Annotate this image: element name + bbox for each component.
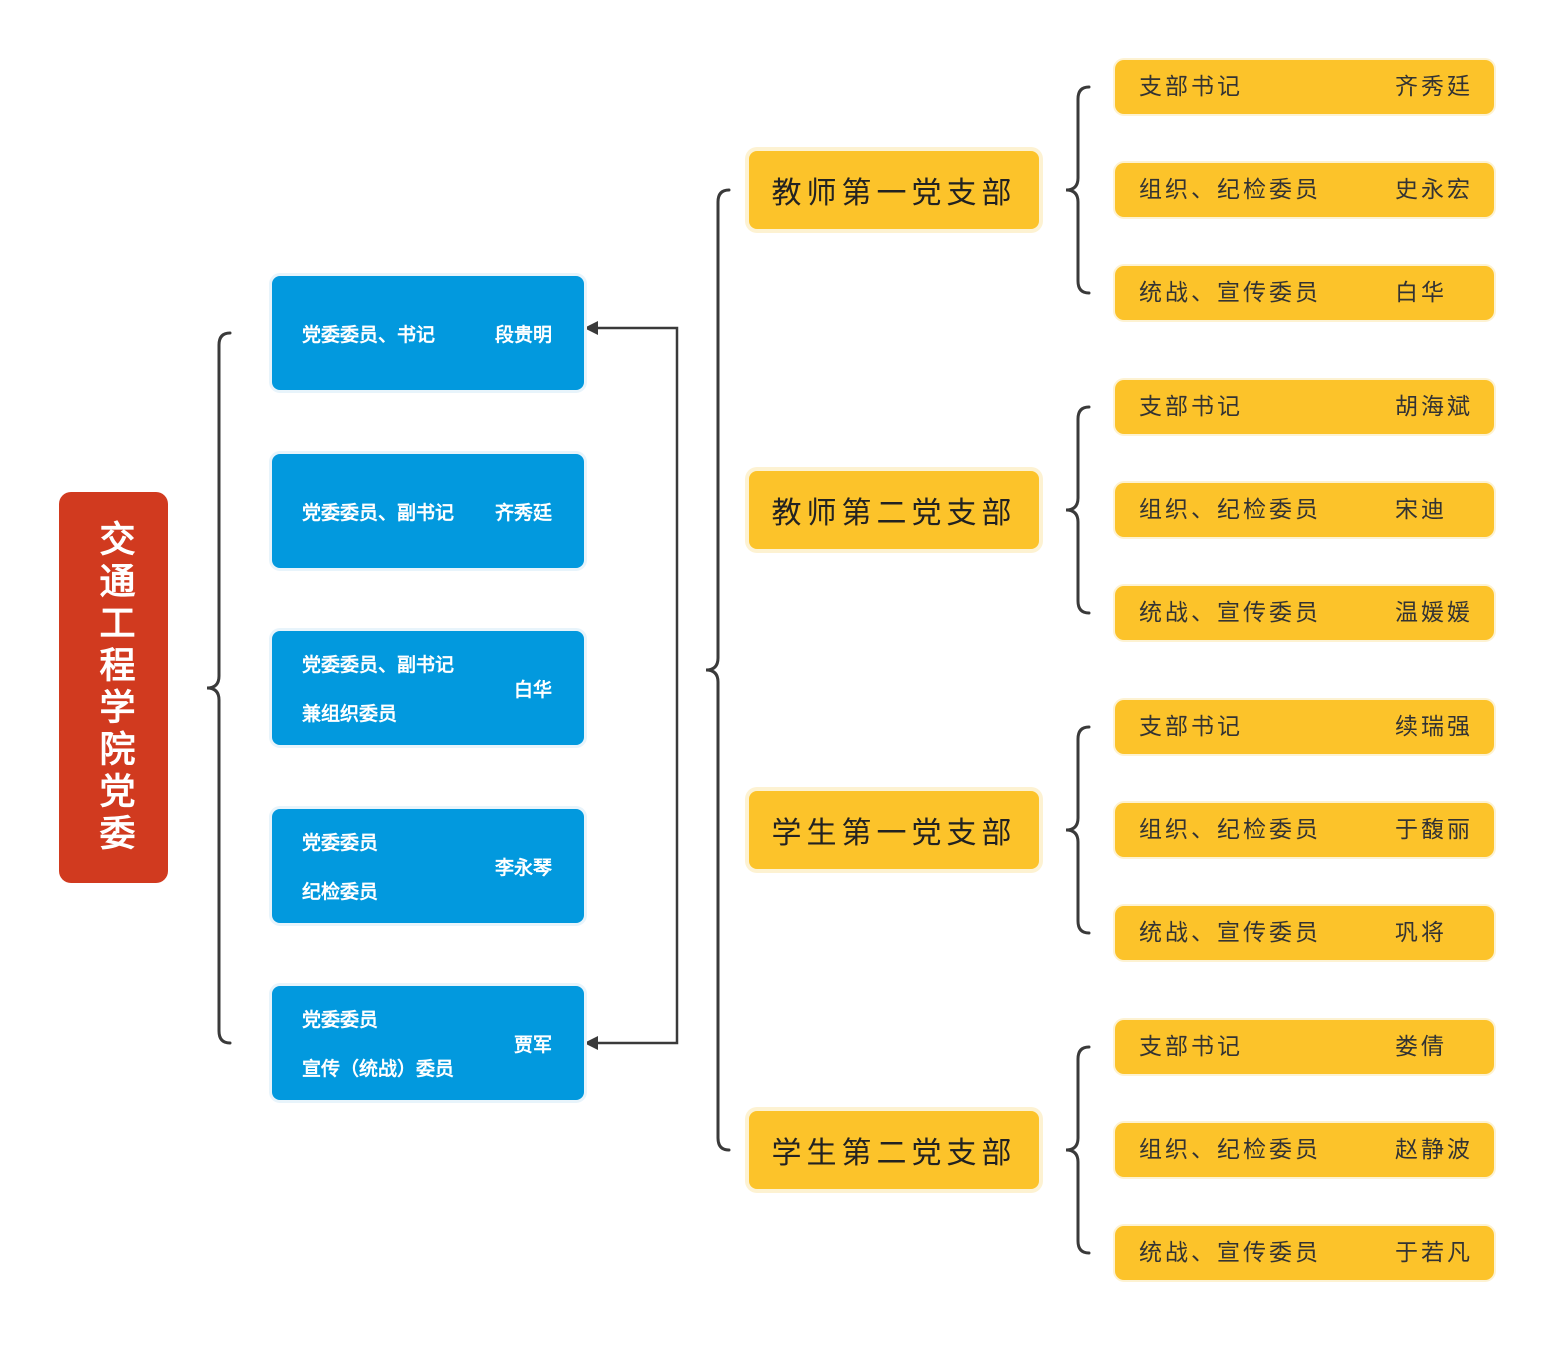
branch-member-name: 娄倩 (1395, 1034, 1447, 1060)
committee-role-line: 党委委员、书记 (302, 323, 436, 346)
branch-member-name: 续瑞强 (1395, 714, 1473, 740)
branch-2-brace (1065, 405, 1091, 615)
branch-member-role: 组织、纪检委员 (1139, 497, 1321, 523)
committee-role-line: 党委委员、副书记 (302, 654, 455, 676)
branch-member-name: 白华 (1395, 280, 1447, 306)
branch-teacher-2: 教师第二党支部 (749, 471, 1039, 549)
arrow-head-top (584, 321, 598, 335)
branch-member-name: 于馥丽 (1395, 817, 1473, 843)
branch-member-role: 统战、宣传委员 (1139, 600, 1321, 626)
branch-title: 学生第一党支部 (771, 816, 1017, 851)
committee-bracket-line (590, 326, 679, 1045)
branch-member-name: 赵静波 (1395, 1137, 1473, 1163)
committee-name: 段贵明 (494, 323, 552, 346)
branch-member: 组织、纪检委员 于馥丽 (1115, 803, 1494, 857)
committee-role-line: 兼组织委员 (302, 703, 398, 725)
branch-member-role: 支部书记 (1139, 1034, 1243, 1060)
branch-1-brace (1065, 85, 1091, 295)
branch-student-1: 学生第一党支部 (749, 791, 1039, 869)
committee-box-1: 党委委员、书记 段贵明 (272, 276, 584, 390)
committee-box-3: 党委委员、副书记 兼组织委员 白华 (272, 631, 584, 745)
committee-role-line: 党委委员 (302, 832, 379, 854)
branch-member-role: 组织、纪检委员 (1139, 1137, 1321, 1163)
committee-name: 齐秀廷 (494, 501, 552, 524)
branch-member-name: 温媛媛 (1395, 600, 1473, 626)
committee-name: 白华 (513, 678, 552, 701)
branch-member-role: 组织、纪检委员 (1139, 817, 1321, 843)
committee-name: 李永琴 (494, 856, 552, 879)
committee-role-line: 纪检委员 (302, 881, 379, 903)
committee-role: 党委委员、副书记 兼组织委员 (302, 631, 454, 745)
branch-member-name: 胡海斌 (1395, 394, 1473, 420)
committee-role: 党委委员、副书记 (302, 454, 454, 568)
committee-name: 贾军 (513, 1033, 552, 1056)
branch-3-brace (1065, 725, 1091, 935)
committee-role: 党委委员 纪检委员 (302, 809, 378, 923)
root-brace (206, 331, 232, 1045)
branch-member: 支部书记 齐秀廷 (1115, 60, 1494, 114)
branch-member-name: 于若凡 (1395, 1240, 1473, 1266)
branch-member: 支部书记 娄倩 (1115, 1020, 1494, 1074)
branch-member: 统战、宣传委员 白华 (1115, 266, 1494, 320)
branch-member-role: 统战、宣传委员 (1139, 1240, 1321, 1266)
committee-role-line: 宣传（统战）委员 (302, 1058, 455, 1080)
branch-title: 教师第一党支部 (771, 176, 1017, 211)
branch-member-role: 组织、纪检委员 (1139, 177, 1321, 203)
branch-student-2: 学生第二党支部 (749, 1111, 1039, 1189)
committee-box-4: 党委委员 纪检委员 李永琴 (272, 809, 584, 923)
branch-member-name: 宋迪 (1395, 497, 1447, 523)
branch-teacher-1: 教师第一党支部 (749, 151, 1039, 229)
branch-title: 学生第二党支部 (771, 1136, 1017, 1171)
branch-member-role: 支部书记 (1139, 714, 1243, 740)
branch-member-name: 齐秀廷 (1395, 74, 1473, 100)
branch-member: 组织、纪检委员 史永宏 (1115, 163, 1494, 217)
branch-member-role: 支部书记 (1139, 394, 1243, 420)
branch-member-name: 巩将 (1395, 920, 1447, 946)
committee-role-line: 党委委员、副书记 (302, 501, 455, 524)
root-node: 交通工程学院党委 (59, 492, 168, 883)
committee-box-2: 党委委员、副书记 齐秀廷 (272, 454, 584, 568)
committee-box-5: 党委委员 宣传（统战）委员 贾军 (272, 986, 584, 1100)
branch-member: 组织、纪检委员 宋迪 (1115, 483, 1494, 537)
committee-role-line: 党委委员 (302, 1009, 379, 1031)
branch-member: 组织、纪检委员 赵静波 (1115, 1123, 1494, 1177)
branch-title: 教师第二党支部 (771, 496, 1017, 531)
branch-member-role: 支部书记 (1139, 74, 1243, 100)
branch-member-role: 统战、宣传委员 (1139, 920, 1321, 946)
branch-member-role: 统战、宣传委员 (1139, 280, 1321, 306)
branch-member: 统战、宣传委员 于若凡 (1115, 1226, 1494, 1280)
branch-member: 统战、宣传委员 温媛媛 (1115, 586, 1494, 640)
branch-member: 支部书记 续瑞强 (1115, 700, 1494, 754)
arrow-head-bottom (584, 1036, 598, 1050)
committee-role: 党委委员 宣传（统战）委员 (302, 986, 454, 1100)
branch-member: 统战、宣传委员 巩将 (1115, 906, 1494, 960)
root-title: 交通工程学院党委 (93, 519, 135, 856)
branch-member: 支部书记 胡海斌 (1115, 380, 1494, 434)
committee-role: 党委委员、书记 (302, 276, 435, 390)
branch-4-brace (1065, 1045, 1091, 1255)
branches-brace (705, 188, 731, 1152)
branch-member-name: 史永宏 (1395, 177, 1473, 203)
